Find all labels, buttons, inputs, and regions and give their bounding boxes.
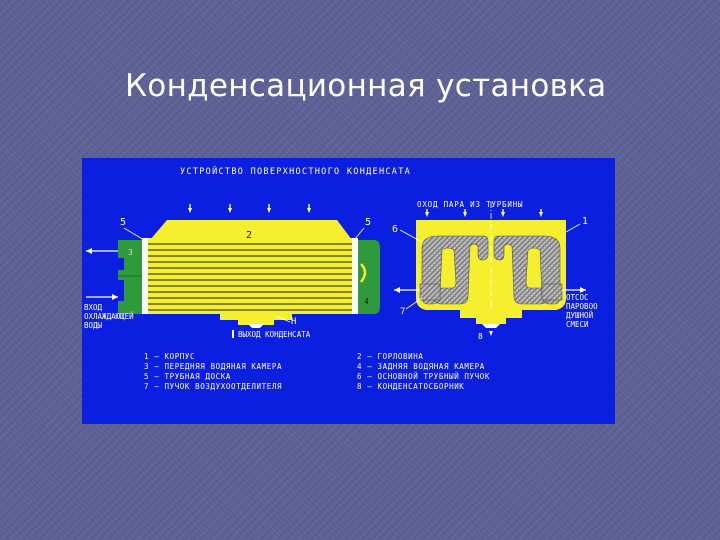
callout-H: Н xyxy=(291,317,296,327)
callout-5-left: 5 xyxy=(120,217,126,228)
water-inlet-label-3: ВОДЫ xyxy=(84,321,103,330)
legend-right-3: 6 — ОСНОВНОЙ ТРУБНЫЙ ПУЧОК xyxy=(357,372,490,381)
legend-right-2: 4 — ЗАДНЯЯ ВОДЯНАЯ КАМЕРА xyxy=(357,362,485,371)
air-cooler-bundle-right xyxy=(541,283,563,301)
slide-title: Конденсационная установка xyxy=(125,68,607,104)
air-exhaust-label-3: ДУШНОЙ xyxy=(566,311,593,320)
condenser-diagram: УСТРОЙСТВО ПОВЕРХНОСТНОГО КОНДЕНСАТА xyxy=(82,158,615,424)
condensate-outlet-label: ВЫХОД КОНДЕНСАТА xyxy=(238,330,311,339)
condensate-collector-right xyxy=(460,310,522,324)
tube-plate-right xyxy=(352,238,358,314)
callout-2: 2 xyxy=(246,230,252,241)
legend-left-2: 3 — ПЕРЕДНЯЯ ВОДЯНАЯ КАМЕРА xyxy=(144,362,282,371)
legend-right-4: 8 — КОНДЕНСАТОСБОРНИК xyxy=(357,382,464,391)
tube-plate-left xyxy=(142,238,148,314)
legend-right-1: 2 — ГОРЛОВИНА xyxy=(357,352,424,361)
legend: 1 — КОРПУС 3 — ПЕРЕДНЯЯ ВОДЯНАЯ КАМЕРА 5… xyxy=(144,352,490,391)
callout-6: 6 xyxy=(392,224,398,235)
shell-body xyxy=(144,238,358,314)
air-cooler-mark xyxy=(359,263,367,283)
callout-1: 1 xyxy=(582,216,588,227)
rear-water-chamber xyxy=(358,240,380,314)
callout-8: 8 xyxy=(478,332,483,341)
air-cooler-bundle-left xyxy=(419,283,441,301)
water-inlet-arrow xyxy=(86,294,118,300)
callout-4: 4 xyxy=(364,297,369,306)
air-exhaust-label-4: СМЕСИ xyxy=(566,320,589,329)
air-exhaust-label-1: ОТСОС xyxy=(566,293,589,302)
condensate-collector-left xyxy=(220,314,292,325)
cross-section: ОХОД ПАРА ИЗ ТУРБИНЫ ОТСОС ПАРО xyxy=(392,200,598,341)
tube-bundle-longitudinal xyxy=(148,243,352,311)
water-inlet-label-1: ВХОД xyxy=(84,303,103,312)
legend-left-1: 1 — КОРПУС xyxy=(144,352,195,361)
steam-arrows-right xyxy=(425,209,543,217)
callout-7: 7 xyxy=(400,307,405,317)
neck xyxy=(150,220,352,240)
water-outlet-arrow xyxy=(86,248,118,254)
steam-arrows-left xyxy=(188,204,311,213)
diagram-caption: УСТРОЙСТВО ПОВЕРХНОСТНОГО КОНДЕНСАТА xyxy=(180,165,411,177)
air-exhaust-arrow-left xyxy=(394,287,420,293)
callout-5-right: 5 xyxy=(365,217,371,228)
front-water-chamber xyxy=(118,240,142,314)
callout-3: 3 xyxy=(128,248,133,257)
legend-left-4: 7 — ПУЧОК ВОЗДУХООТДЕЛИТЕЛЯ xyxy=(144,382,282,391)
air-exhaust-arrow-right xyxy=(562,287,586,293)
air-exhaust-label-2: ПАРОВОО xyxy=(566,302,598,311)
steam-inlet-label: ОХОД ПАРА ИЗ ТУРБИНЫ xyxy=(417,200,523,209)
longitudinal-section: ВХОД ОХЛАЖДАЮЩЕЙ ВОДЫ 5 2 5 3 4 Н ВЫХОД … xyxy=(84,204,380,339)
legend-left-3: 5 — ТРУБНАЯ ДОСКА xyxy=(144,372,231,381)
water-inlet-label-2: ОХЛАЖДАЮЩЕЙ xyxy=(84,312,134,321)
